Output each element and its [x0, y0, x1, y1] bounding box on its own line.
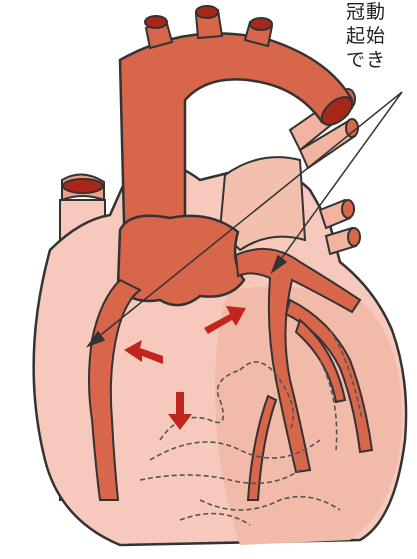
caption-line-3: でき	[346, 48, 417, 72]
caption-line-2: 起始	[346, 24, 417, 48]
caption-text: 冠動 起始 でき	[346, 0, 417, 72]
caption-line-1: 冠動	[346, 0, 417, 24]
